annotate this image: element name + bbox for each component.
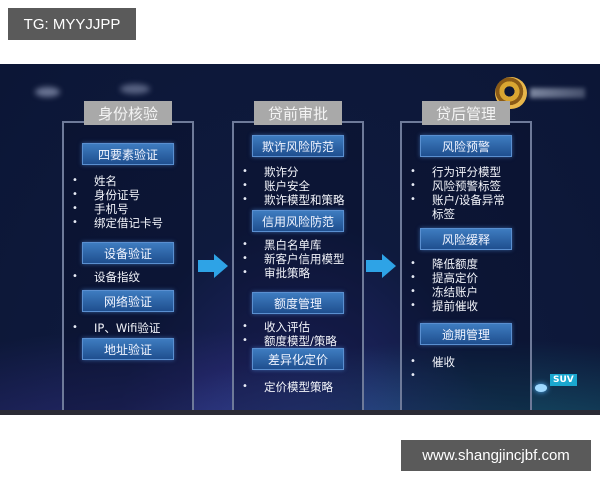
list-item: 账户安全 — [234, 179, 362, 193]
section-label: 设备验证 — [82, 242, 174, 264]
column-title: 贷后管理 — [422, 101, 510, 125]
list-item: 欺诈分 — [234, 165, 362, 179]
blurred-watermark — [120, 84, 150, 94]
list-item: 风险预警标签 — [402, 179, 530, 193]
list-item: 审批策略 — [234, 266, 362, 280]
list-item: 提高定价 — [402, 271, 530, 285]
list-item: 绑定借记卡号 — [64, 216, 192, 230]
section-label: 网络验证 — [82, 290, 174, 312]
bottom-strip — [0, 410, 600, 415]
list-item: 手机号 — [64, 202, 192, 216]
telegram-tag: TG: MYYJJPP — [8, 8, 136, 40]
section-label: 额度管理 — [252, 292, 344, 314]
list-item: 身份证号 — [64, 188, 192, 202]
column-box: 欺诈风险防范 欺诈分 账户安全 欺诈模型和策略 信用风险防范 黑白名单库 新客户… — [232, 121, 364, 415]
list-item: 收入评估 — [234, 320, 362, 334]
right-arrow-icon — [366, 254, 396, 278]
list-item: 定价模型策略 — [234, 380, 362, 394]
section-label: 信用风险防范 — [252, 210, 344, 232]
glow-dot-icon — [535, 384, 547, 392]
section-label: 四要素验证 — [82, 143, 174, 165]
list-item: 冻结账户 — [402, 285, 530, 299]
list-item: 账户/设备异常 — [402, 193, 530, 207]
suv-badge: SUV — [550, 374, 577, 386]
section-label: 差异化定价 — [252, 348, 344, 370]
list-item: 降低额度 — [402, 257, 530, 271]
list-item: 设备指纹 — [64, 270, 192, 284]
list-item: 姓名 — [64, 174, 192, 188]
section-label: 逾期管理 — [420, 323, 512, 345]
blurred-watermark — [35, 87, 60, 97]
column-box: 四要素验证 姓名 身份证号 手机号 绑定借记卡号 设备验证 设备指纹 网络验证 … — [62, 121, 194, 415]
column-box: 风险预警 行为评分模型 风险预警标签 账户/设备异常 标签 风险缓释 降低额度 … — [400, 121, 532, 415]
list-item: IP、Wifi验证 — [64, 321, 192, 335]
section-label: 欺诈风险防范 — [252, 135, 344, 157]
list-item: 额度模型/策略 — [234, 334, 362, 348]
right-arrow-icon — [198, 254, 228, 278]
list-item: 行为评分模型 — [402, 165, 530, 179]
column-title: 身份核验 — [84, 101, 172, 125]
column-pre-loan-approval: 贷前审批 欺诈风险防范 欺诈分 账户安全 欺诈模型和策略 信用风险防范 黑白名单… — [232, 101, 364, 415]
column-title: 贷前审批 — [254, 101, 342, 125]
list-item: 提前催收 — [402, 299, 530, 313]
section-label: 风险预警 — [420, 135, 512, 157]
section-label: 风险缓释 — [420, 228, 512, 250]
risk-control-slide: 身份核验 四要素验证 姓名 身份证号 手机号 绑定借记卡号 设备验证 设备指纹 … — [0, 64, 600, 415]
column-identity-verification: 身份核验 四要素验证 姓名 身份证号 手机号 绑定借记卡号 设备验证 设备指纹 … — [62, 101, 194, 415]
list-item: 黑白名单库 — [234, 238, 362, 252]
list-item: 催收 — [402, 355, 530, 369]
list-item: 欺诈模型和策略 — [234, 193, 362, 207]
column-post-loan-management: 贷后管理 风险预警 行为评分模型 风险预警标签 账户/设备异常 标签 风险缓释 … — [400, 101, 532, 415]
list-item-continuation: 标签 — [432, 207, 455, 221]
section-label: 地址验证 — [82, 338, 174, 360]
list-item: 新客户信用模型 — [234, 252, 362, 266]
blurred-logo-text — [530, 88, 585, 98]
website-tag: www.shangjincjbf.com — [401, 440, 591, 471]
